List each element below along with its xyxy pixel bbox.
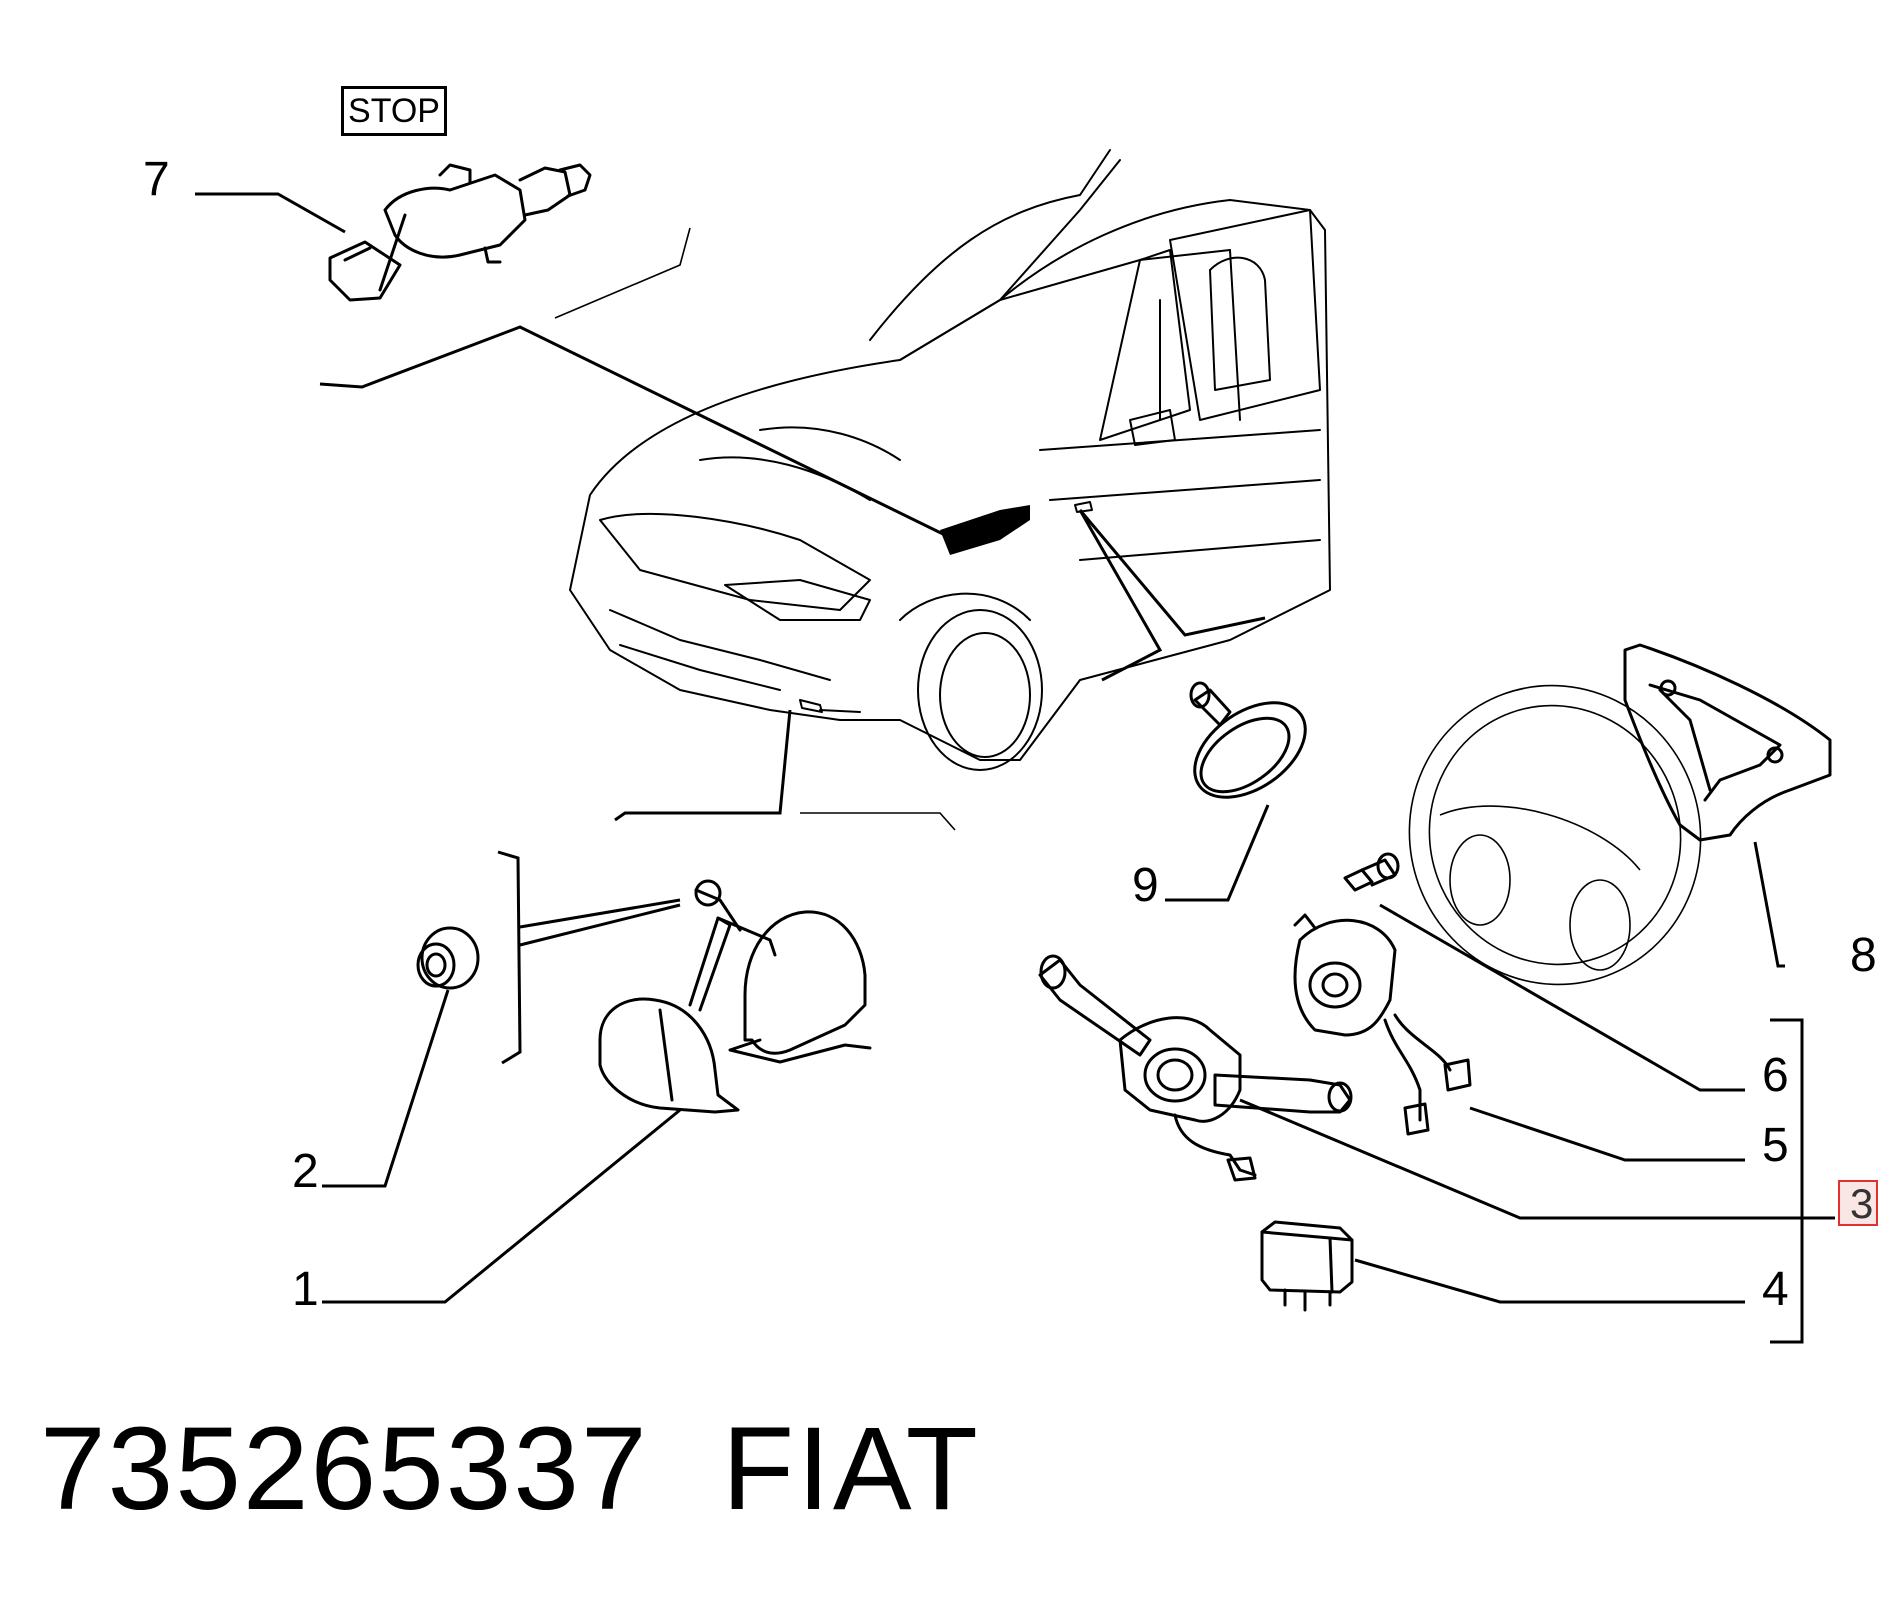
callout-4: 4 bbox=[1762, 1263, 1789, 1316]
part-number: 735265337 bbox=[40, 1403, 649, 1535]
callout-8: 8 bbox=[1850, 929, 1877, 982]
horn-grommet bbox=[416, 926, 480, 990]
leader-lines bbox=[195, 192, 1835, 1344]
steering-wheel-outline bbox=[1408, 684, 1702, 986]
callout-1: 1 bbox=[292, 1263, 319, 1316]
stop-switch-location-marker bbox=[940, 505, 1030, 555]
callout-9: 9 bbox=[1132, 859, 1159, 912]
horn-pad bbox=[1623, 643, 1832, 842]
callout-5: 5 bbox=[1762, 1119, 1789, 1172]
brand-name: FIAT bbox=[722, 1403, 981, 1535]
clock-spring bbox=[1293, 913, 1472, 1136]
combination-switch bbox=[1038, 954, 1353, 1182]
callout-2: 2 bbox=[292, 1145, 319, 1198]
twin-horns bbox=[598, 879, 872, 1114]
car-outline bbox=[569, 149, 1331, 771]
screw bbox=[1343, 852, 1400, 892]
callout-6: 6 bbox=[1762, 1049, 1789, 1102]
side-repeater-lamp bbox=[1189, 681, 1307, 799]
stop-light-switch bbox=[328, 163, 592, 302]
callout-3-highlighted: 3 bbox=[1838, 1180, 1878, 1226]
stop-label: STOP bbox=[341, 86, 447, 136]
callout-7: 7 bbox=[143, 153, 170, 206]
relay bbox=[1260, 1220, 1354, 1312]
